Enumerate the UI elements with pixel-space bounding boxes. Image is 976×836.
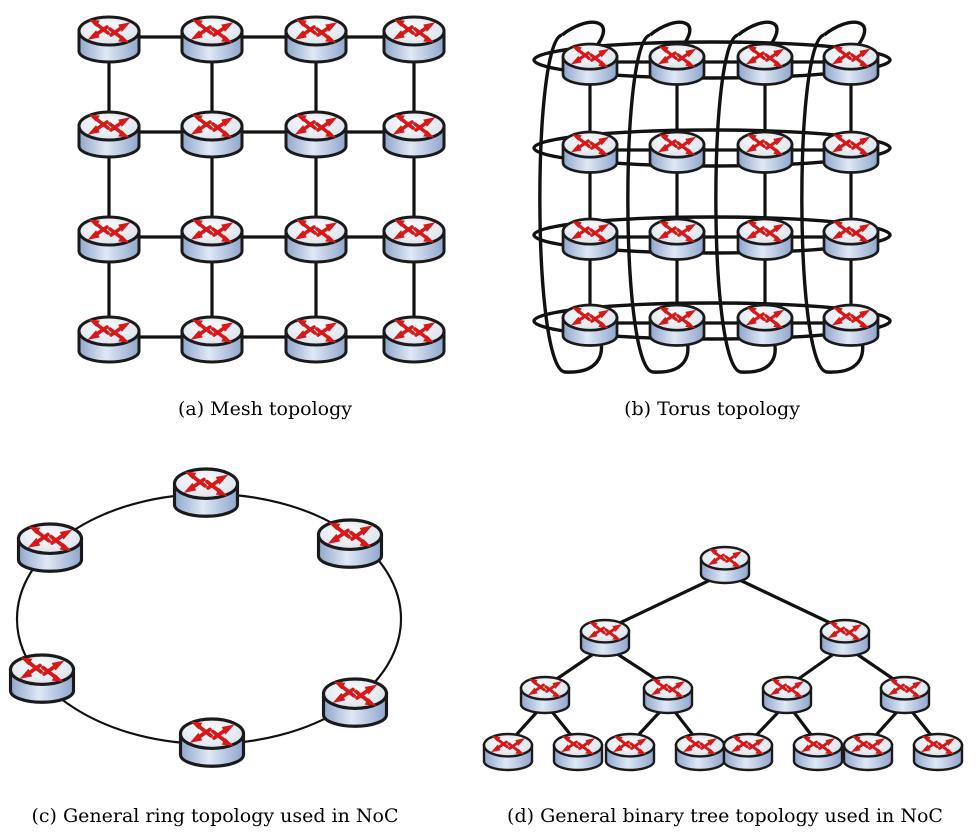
router-icon [180,15,244,64]
router-icon [180,315,244,364]
torus-row-wrap [532,128,892,168]
router-icon [519,675,571,715]
torus-column-wrap [648,20,692,50]
torus-row-wrap [532,301,892,341]
torus-row-wrap [532,215,892,255]
router-icon [879,675,931,715]
router-icon [579,618,631,658]
router-icon [284,315,348,364]
torus-column-wrap [822,20,867,50]
tree-link [603,571,727,632]
router-icon [648,42,706,87]
router-icon [172,467,240,519]
router-icon [648,217,706,262]
router-icon [792,732,844,772]
router-icon [736,303,794,348]
router-icon [648,130,706,175]
router-icon [604,732,656,772]
caption-ring: (c) General ring topology used in NoC [31,805,398,827]
router-icon [178,717,246,769]
router-icon [912,732,964,772]
router-icon [382,110,446,159]
router-icon [321,677,389,729]
router-icon [77,15,141,64]
router-icon [736,42,794,87]
caption-tree: (d) General binary tree topology used in… [507,805,943,827]
router-icon [736,217,794,262]
router-icon [382,15,446,64]
router-icon [552,732,604,772]
tree-link [723,571,847,632]
caption-torus: (b) Torus topology [624,398,800,420]
torus-column-wrap [714,33,777,374]
torus-column-wrap [736,20,779,50]
router-icon [822,42,880,87]
router-icon [180,215,244,264]
router-icon [761,675,813,715]
router-icon [842,732,894,772]
torus-column-wrap [800,33,865,374]
router-icon [382,315,446,364]
router-icon [180,110,244,159]
tree-topology-diagram [482,545,964,772]
router-icon [77,315,141,364]
router-icon [561,130,619,175]
router-icon [284,15,348,64]
router-icon [284,110,348,159]
router-icon [722,732,774,772]
router-icon [316,518,384,570]
torus-row-wrap [532,40,892,80]
router-icon [561,303,619,348]
router-icon [284,215,348,264]
ring-topology-diagram [8,467,403,769]
router-icon [822,130,880,175]
router-icon [482,732,534,772]
router-icon [674,732,726,772]
router-icon [77,110,141,159]
router-icon [77,215,141,264]
mesh-topology-diagram [77,15,446,364]
torus-column-wrap [560,20,606,50]
router-icon [8,653,76,705]
router-icon [822,217,880,262]
router-icon [642,675,694,715]
router-icon [16,522,84,574]
torus-topology-diagram [532,20,892,374]
router-icon [648,303,706,348]
router-icon [736,130,794,175]
caption-mesh: (a) Mesh topology [178,398,352,420]
router-icon [819,618,871,658]
router-icon [382,215,446,264]
router-icon [561,42,619,87]
torus-column-wrap [626,33,690,374]
router-icon [822,303,880,348]
router-icon [561,217,619,262]
torus-column-wrap [538,33,604,374]
router-icon [699,545,751,585]
